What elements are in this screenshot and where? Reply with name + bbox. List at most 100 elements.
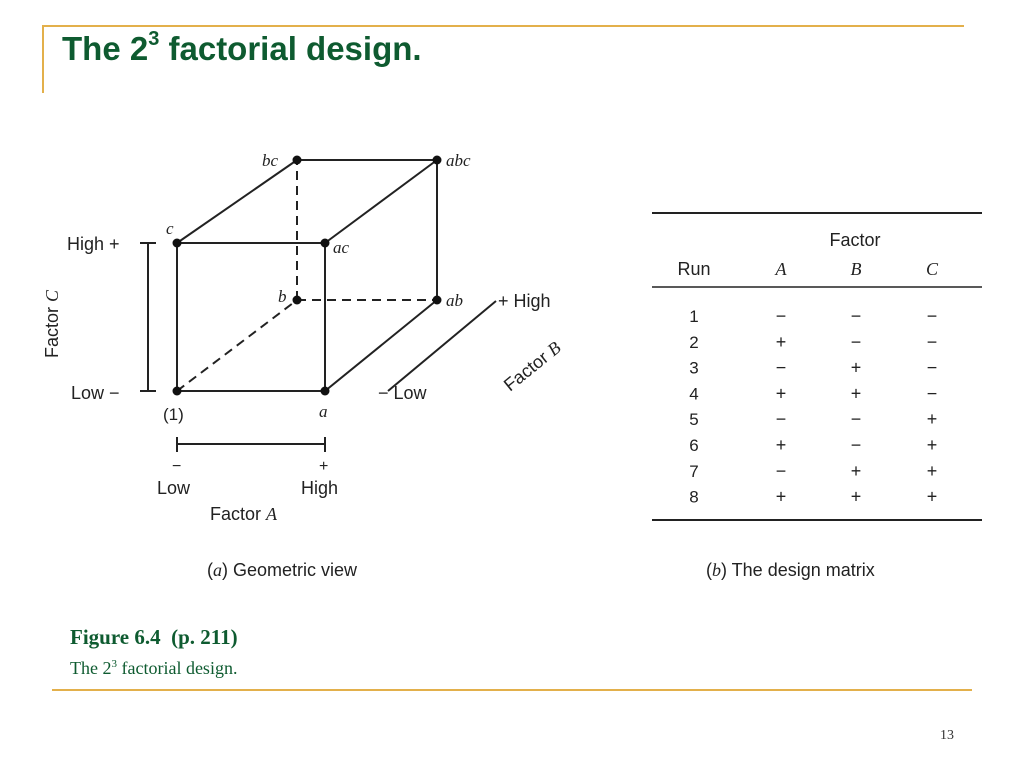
- table-cell-c: −: [927, 383, 938, 403]
- caption-b-prefix: (: [706, 560, 712, 580]
- table-cell-b: +: [851, 487, 862, 507]
- cube-edge-hidden-1-b: [176, 299, 298, 392]
- slide-title: The 23 factorial design.: [62, 28, 422, 68]
- table-cell-b: −: [851, 409, 862, 429]
- table-row: 6 + − +: [689, 435, 937, 455]
- label-vertex-ac: ac: [333, 238, 350, 257]
- vertex-a: [320, 386, 330, 396]
- table-cell-b: +: [851, 358, 862, 378]
- caption-text-suffix: factorial design.: [116, 658, 238, 678]
- table-cell-a: +: [776, 435, 787, 455]
- factor-a-low: Low: [157, 478, 191, 498]
- table-row: 2+−−: [689, 332, 937, 352]
- design-matrix-rules: [652, 212, 982, 521]
- label-vertex-abc: abc: [446, 151, 471, 170]
- title-suffix: factorial design.: [159, 30, 422, 67]
- caption-text-prefix: The 2: [70, 658, 112, 678]
- label-vertex-1: (1): [163, 405, 184, 424]
- table-cell-c: +: [927, 409, 938, 429]
- table-cell-run: 8: [689, 488, 698, 507]
- factor-b-prefix: Factor: [500, 344, 556, 395]
- factor-b-label: Factor B: [500, 337, 565, 395]
- label-vertex-c: c: [166, 219, 174, 238]
- table-cell-run: 7: [689, 462, 698, 481]
- table-cell-b: +: [851, 461, 862, 481]
- table-cell-c: −: [927, 358, 938, 378]
- table-cell-run: 1: [689, 307, 698, 326]
- factor-a-low-sign: −: [172, 458, 181, 475]
- table-cell-b: +: [851, 383, 862, 403]
- cube: [176, 159, 438, 392]
- table-row: 3 − + −: [689, 358, 937, 378]
- factor-c-low: Low −: [71, 383, 120, 403]
- table-factor-header: Factor: [829, 230, 880, 250]
- vertex-1: [172, 386, 182, 396]
- factor-a-high: High: [301, 478, 338, 498]
- cube-edge-ac-abc: [324, 159, 438, 244]
- label-vertex-b: b: [278, 287, 287, 306]
- table-cell-b: −: [851, 435, 862, 455]
- table-cell-c: +: [927, 435, 938, 455]
- title-exponent: 3: [148, 28, 160, 50]
- cube-edge-a-ab: [324, 299, 438, 392]
- table-cell-run: 3: [689, 359, 698, 378]
- caption-b-letter: b: [712, 560, 721, 580]
- table-cell-a: +: [776, 332, 787, 352]
- table-cell-a: −: [776, 358, 787, 378]
- page-number: 13: [940, 728, 954, 743]
- table-cell-c: −: [927, 306, 938, 326]
- factor-a-prefix: Factor: [210, 504, 266, 524]
- table-cell-b: −: [851, 306, 862, 326]
- caption-b-suffix: ) The design matrix: [721, 560, 875, 580]
- figure-caption-title: Figure 6.4 (p. 211): [70, 625, 238, 649]
- factor-a-high-sign: +: [319, 458, 328, 475]
- cube-edge-c-bc: [176, 159, 298, 244]
- caption-text-exponent: 3: [111, 658, 117, 670]
- table-cell-a: +: [776, 383, 787, 403]
- factor-c-axis: [140, 242, 156, 392]
- table-header-b: B: [851, 259, 862, 279]
- title-prefix: The 2: [62, 30, 149, 67]
- caption-a-prefix: (: [207, 560, 213, 580]
- vertex-ab: [432, 295, 442, 305]
- vertex-ac: [320, 238, 330, 248]
- table-body: 1−−−2+−−3−+−4++−5−−+6+−+7−++8+++: [689, 306, 937, 507]
- table-row: 8+++: [689, 487, 937, 507]
- bottom-rule: [52, 689, 972, 691]
- table-cell-run: 2: [689, 333, 698, 352]
- factor-a-axis: [176, 437, 326, 452]
- caption-a-letter: a: [213, 560, 222, 580]
- table-row: 7−++: [689, 461, 937, 481]
- label-vertex-ab: ab: [446, 291, 463, 310]
- factor-c-letter: C: [42, 289, 62, 302]
- table-cell-c: +: [927, 461, 938, 481]
- table-row: 1−−−: [689, 306, 937, 326]
- table-cell-run: 5: [689, 410, 698, 429]
- table-cell-a: +: [776, 487, 787, 507]
- factor-c-label: Factor C: [42, 289, 62, 358]
- table-cell-a: −: [776, 409, 787, 429]
- table-cell-run: 6: [689, 436, 698, 455]
- table-cell-c: −: [927, 332, 938, 352]
- table-cell-run: 4: [689, 384, 698, 403]
- factor-b-axis-line: [387, 300, 497, 392]
- table-row: 5 − − +: [689, 409, 937, 429]
- vertex-b: [292, 295, 302, 305]
- top-rule: [44, 25, 964, 27]
- label-vertex-a: a: [319, 402, 328, 421]
- caption-a-suffix: ) Geometric view: [222, 560, 358, 580]
- factor-a-letter: A: [265, 504, 278, 524]
- vertex-bc: [292, 155, 302, 165]
- cube-vertices: [172, 155, 442, 396]
- factor-b-high: + High: [498, 291, 551, 311]
- design-matrix-caption: (b) The design matrix: [706, 560, 875, 580]
- table-row: 4 + + −: [689, 383, 937, 403]
- figure-caption-text: The 23 factorial design.: [70, 658, 237, 679]
- geometric-view-caption: (a) Geometric view: [207, 560, 358, 580]
- left-rule: [42, 25, 44, 93]
- factor-b-low: − Low: [378, 383, 428, 403]
- factor-a-label: Factor A: [210, 504, 278, 524]
- factor-c-prefix: Factor: [42, 302, 62, 358]
